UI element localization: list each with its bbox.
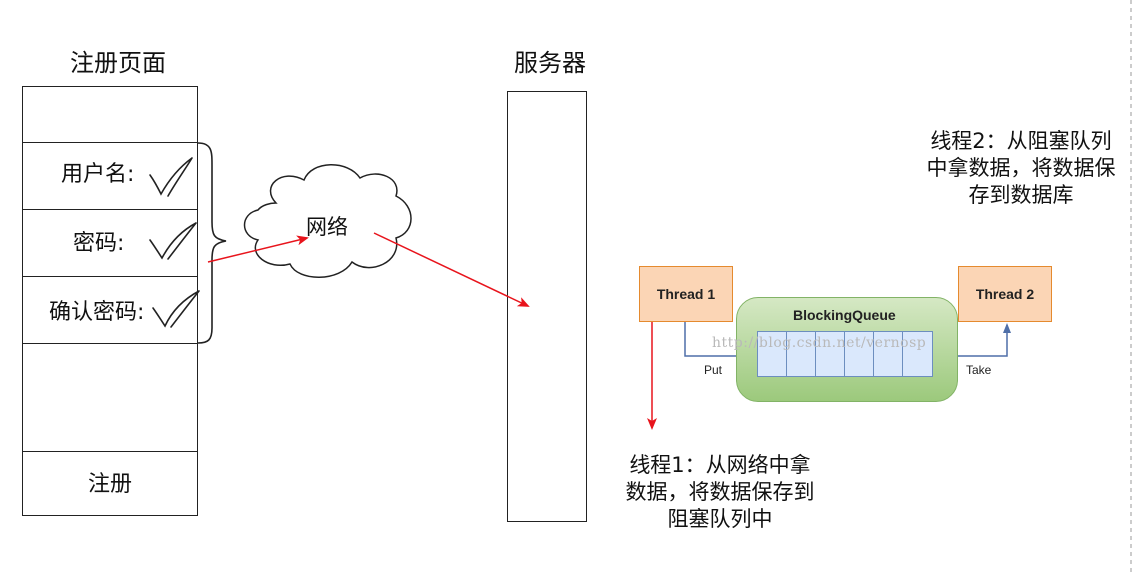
queue-slots xyxy=(757,331,933,377)
curly-brace xyxy=(197,142,227,344)
confirm-password-row[interactable]: 确认密码: xyxy=(23,276,197,344)
queue-slot xyxy=(758,332,787,376)
thread1-box: Thread 1 xyxy=(639,266,733,322)
network-cloud xyxy=(243,164,412,278)
thread2-note-line: 中拿数据，将数据保 xyxy=(926,156,1116,180)
server-box xyxy=(507,91,587,522)
check-icon-password xyxy=(149,222,197,260)
blocking-queue-box: BlockingQueue xyxy=(736,297,958,402)
check-icon-confirm xyxy=(152,290,200,328)
empty-row xyxy=(23,343,197,452)
register-button-label: 注册 xyxy=(87,471,132,497)
password-row[interactable]: 密码: xyxy=(23,209,197,277)
username-label: 用户名: xyxy=(61,162,135,187)
put-label: Put xyxy=(704,363,723,377)
arrow-form-to-network xyxy=(207,235,309,263)
put-flow-line xyxy=(684,322,757,360)
queue-slot xyxy=(874,332,903,376)
thread2-note-line: 存到数据库 xyxy=(968,183,1074,207)
thread1-note-line: 线程1：从网络中拿 xyxy=(629,453,811,477)
queue-slot xyxy=(787,332,816,376)
check-icon-username xyxy=(149,157,193,197)
blocking-queue-title: BlockingQueue xyxy=(793,307,896,323)
register-page-title: 注册页面 xyxy=(70,49,166,77)
register-form: 用户名: 密码: 确认密码: 注册 xyxy=(22,86,198,516)
take-label: Take xyxy=(966,363,992,377)
watermark: http://blog.csdn.net/vernosp xyxy=(712,335,927,351)
register-button[interactable]: 注册 xyxy=(23,451,197,517)
arrow-network-to-server xyxy=(373,232,530,307)
confirm-password-label: 确认密码: xyxy=(49,300,145,325)
network-label: 网络 xyxy=(306,215,348,239)
thread1-note-line: 阻塞队列中 xyxy=(667,507,773,531)
server-title: 服务器 xyxy=(514,49,586,77)
thread2-note: 线程2：从阻塞队列 中拿数据，将数据保 存到数据库 xyxy=(912,128,1130,209)
thread1-note: 线程1：从网络中拿 数据，将数据保存到 阻塞队列中 xyxy=(607,452,833,533)
password-label: 密码: xyxy=(73,231,125,256)
thread2-note-line: 线程2：从阻塞队列 xyxy=(930,129,1112,153)
username-row[interactable]: 用户名: xyxy=(23,142,197,210)
thread2-box: Thread 2 xyxy=(958,266,1052,322)
thread1-note-line: 数据，将数据保存到 xyxy=(625,480,815,504)
queue-slot xyxy=(845,332,874,376)
queue-slot xyxy=(816,332,845,376)
